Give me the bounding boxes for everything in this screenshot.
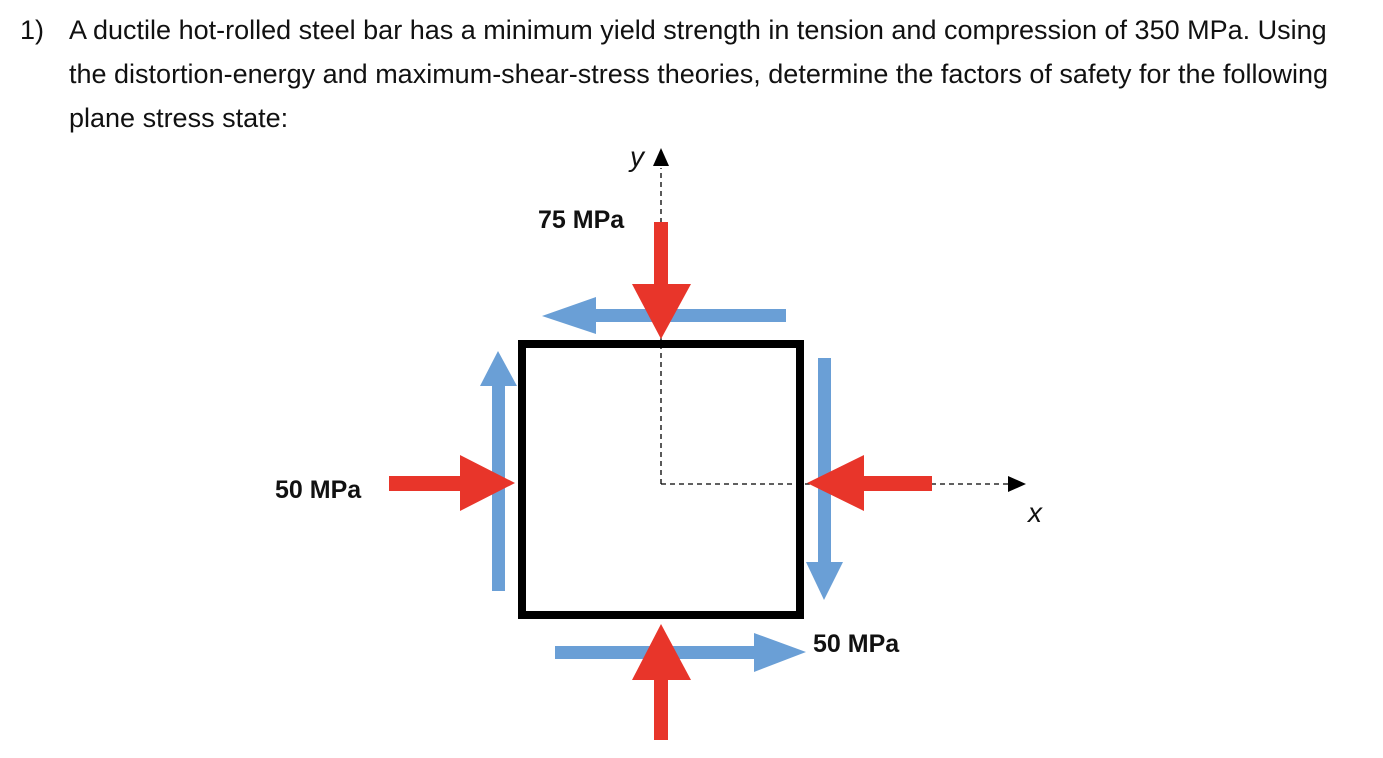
- normal-arrow-top: [632, 222, 691, 339]
- x-axis-arrowhead: [1008, 476, 1026, 492]
- problem-number: 1): [20, 15, 45, 45]
- normal-arrow-bottom: [632, 624, 691, 740]
- y-axis-label: y: [628, 141, 646, 172]
- x-axis-label: x: [1026, 497, 1043, 528]
- sigma-x-label: 50 MPa: [275, 476, 362, 504]
- shear-arrow-top: [542, 297, 786, 334]
- problem-text: A ductile hot-rolled steel bar has a min…: [69, 15, 1329, 133]
- sigma-y-label: 75 MPa: [538, 206, 625, 234]
- stress-element: [518, 340, 804, 619]
- normal-arrow-right: [807, 455, 932, 511]
- shear-arrow-right: [806, 358, 843, 600]
- normal-arrow-left: [389, 455, 515, 511]
- y-axis-arrowhead: [653, 148, 669, 166]
- tau-xy-label: 50 MPa: [813, 630, 900, 658]
- problem-statement: 1) A ductile hot-rolled steel bar has a …: [20, 8, 1370, 140]
